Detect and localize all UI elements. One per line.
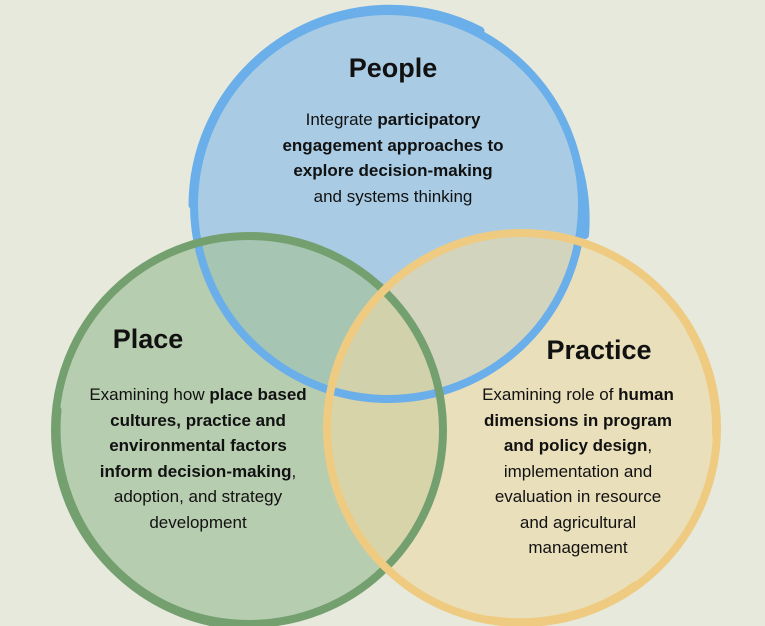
description-line: inform decision-making, bbox=[48, 459, 348, 485]
description-line: adoption, and strategy bbox=[48, 484, 348, 510]
bold-text: explore decision-making bbox=[293, 161, 493, 180]
people-outer-arc-right bbox=[574, 161, 590, 239]
text: Integrate bbox=[305, 110, 378, 129]
description-line: and policy design, bbox=[428, 433, 728, 459]
description-line: and agricultural bbox=[428, 510, 728, 536]
description-line: environmental factors bbox=[48, 433, 348, 459]
description-line: explore decision-making bbox=[243, 158, 543, 184]
bold-text: cultures, practice and bbox=[110, 410, 286, 430]
text: evaluation in resource bbox=[494, 487, 662, 506]
people-outer-arc bbox=[188, 4, 485, 210]
practice-circle-fill bbox=[327, 233, 717, 623]
people-title: People bbox=[348, 53, 438, 83]
bold-text: participatory bbox=[377, 110, 481, 129]
text: and agricultural bbox=[519, 512, 637, 532]
text: , bbox=[291, 461, 297, 481]
description-line: dimensions in program bbox=[428, 408, 728, 434]
practice-title: Practice bbox=[546, 335, 652, 365]
bold-text: environmental factors bbox=[109, 436, 287, 455]
bold-text: dimensions in program bbox=[484, 410, 672, 430]
bold-text: inform decision-making bbox=[99, 461, 292, 481]
text: implementation and bbox=[503, 461, 653, 481]
text: , bbox=[647, 436, 653, 455]
practice-outer-arc bbox=[686, 326, 721, 439]
description-line: and systems thinking bbox=[243, 184, 543, 210]
description-line: evaluation in resource bbox=[428, 484, 728, 510]
description-line: implementation and bbox=[428, 459, 728, 485]
place-outer-arc bbox=[51, 405, 265, 626]
text: Examining role of bbox=[482, 385, 619, 404]
description-line: cultures, practice and bbox=[48, 408, 348, 434]
description-line: Examining how place based bbox=[48, 382, 348, 408]
bold-text: place based bbox=[209, 385, 307, 404]
place-circle-fill bbox=[55, 236, 443, 624]
text: and systems thinking bbox=[313, 186, 473, 206]
bold-text: engagement approaches to bbox=[282, 135, 504, 155]
practice-outer-arc-bottom bbox=[486, 581, 640, 626]
description-line: engagement approaches to bbox=[243, 133, 543, 159]
place-title: Place bbox=[112, 324, 184, 354]
description-line: Integrate participatory bbox=[243, 107, 543, 133]
description-line: Examining role of human bbox=[428, 382, 728, 408]
text: development bbox=[149, 512, 247, 532]
text: adoption, and strategy bbox=[113, 487, 283, 506]
description-line: development bbox=[48, 510, 348, 536]
text: Examining how bbox=[89, 385, 210, 404]
text: management bbox=[528, 538, 628, 557]
description-line: management bbox=[428, 535, 728, 561]
bold-text: human bbox=[618, 385, 674, 404]
bold-text: and policy design bbox=[503, 436, 648, 455]
